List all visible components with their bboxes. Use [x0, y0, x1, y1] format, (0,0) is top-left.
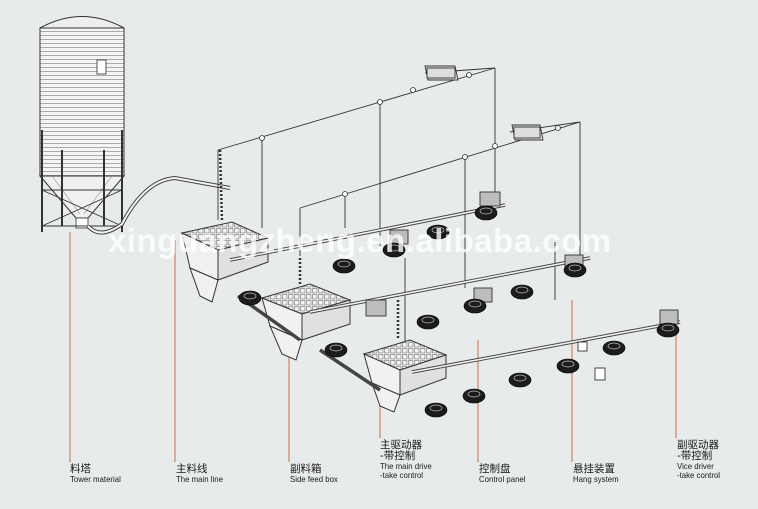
label-tower-material-en: Tower material	[70, 475, 121, 484]
label-tower-material: 料塔 Tower material	[70, 464, 125, 484]
label-vice-driver-en2: -take control	[677, 471, 720, 480]
side-feed-box-2	[364, 340, 446, 412]
label-main-drive: 主驱动器 -带控制 The main drive -take control	[380, 440, 436, 480]
watermark: xinguangzheng.en.alibaba.com	[108, 222, 612, 260]
label-hang-system: 悬挂装置 Hang system	[573, 464, 623, 484]
label-control-panel: 控制盘 Control panel	[479, 464, 530, 484]
winches	[425, 66, 543, 140]
label-main-line: 主料线 The main line	[176, 464, 227, 484]
silo	[40, 17, 124, 233]
label-main-line-en: The main line	[176, 475, 223, 484]
label-side-feed-box-en: Side feed box	[290, 475, 338, 484]
label-side-feed-box: 副料箱 Side feed box	[290, 464, 342, 484]
label-control-panel-en: Control panel	[479, 475, 526, 484]
label-hang-system-en: Hang system	[573, 475, 619, 484]
label-main-drive-en2: -take control	[380, 471, 432, 480]
label-vice-driver: 副驱动器 -带控制 Vice driver -take control	[677, 440, 724, 480]
